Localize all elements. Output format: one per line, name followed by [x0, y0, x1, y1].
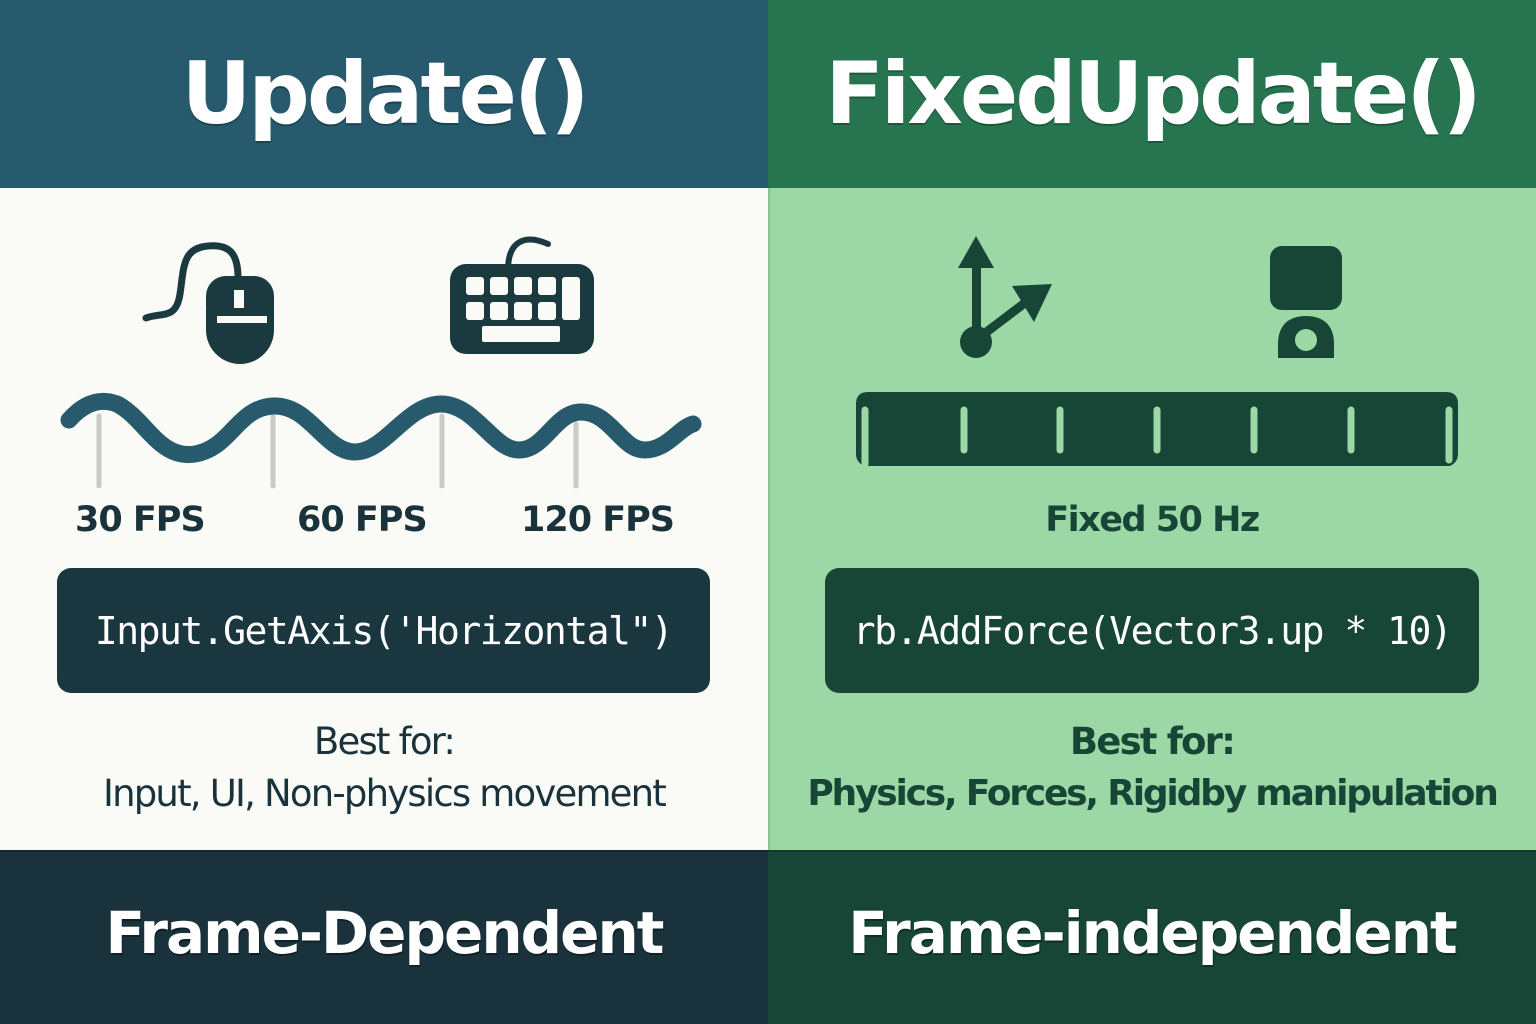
- fixedupdate-code: rb.AddForce(Vector3.up * 10): [852, 608, 1453, 653]
- variable-frame-wave: [55, 388, 715, 498]
- fixedupdate-code-box: rb.AddForce(Vector3.up * 10): [825, 568, 1479, 693]
- update-code: Input.GetAxis('Horizontal"): [94, 608, 674, 653]
- fixedupdate-body: [768, 188, 1536, 850]
- fixed-timestep-bar: [854, 392, 1460, 468]
- update-best-for: Best for: Input, UI, Non-physics movemen…: [0, 716, 768, 820]
- fixedupdate-header: FixedUpdate(): [768, 0, 1536, 188]
- update-header: Update(): [0, 0, 768, 188]
- update-panel: Update(): [0, 0, 768, 1024]
- fps-label-30: 30 FPS: [75, 500, 206, 540]
- frame-independent-label: Frame-independent: [848, 899, 1458, 967]
- mouse-icon: [142, 234, 282, 366]
- fixedupdate-footer: Frame-independent: [768, 850, 1536, 1024]
- fixedupdate-best-for-heading: Best for:: [1069, 720, 1236, 763]
- rigidbody-icon: [1268, 244, 1344, 362]
- keyboard-icon: [448, 226, 598, 356]
- update-title: Update(): [181, 44, 589, 144]
- frame-dependent-label: Frame-Dependent: [105, 899, 665, 967]
- update-best-for-heading: Best for:: [313, 720, 456, 763]
- fps-label-60: 60 FPS: [297, 500, 428, 540]
- fps-label-120: 120 FPS: [521, 500, 675, 540]
- update-footer: Frame-Dependent: [0, 850, 768, 1024]
- update-body: [0, 188, 768, 850]
- fixedupdate-best-for-items: Physics, Forces, Rigidby manipulation: [807, 773, 1498, 814]
- update-best-for-items: Input, UI, Non-physics movement: [102, 772, 667, 815]
- fixed-hz-label: Fixed 50 Hz: [1045, 500, 1260, 540]
- fixedupdate-panel: FixedUpdate(): [768, 0, 1536, 1024]
- vector-axes-icon: [954, 234, 1054, 360]
- fixedupdate-title: FixedUpdate(): [825, 44, 1482, 144]
- update-code-box: Input.GetAxis('Horizontal"): [57, 568, 710, 693]
- fixedupdate-best-for: Best for: Physics, Forces, Rigidby manip…: [768, 716, 1536, 820]
